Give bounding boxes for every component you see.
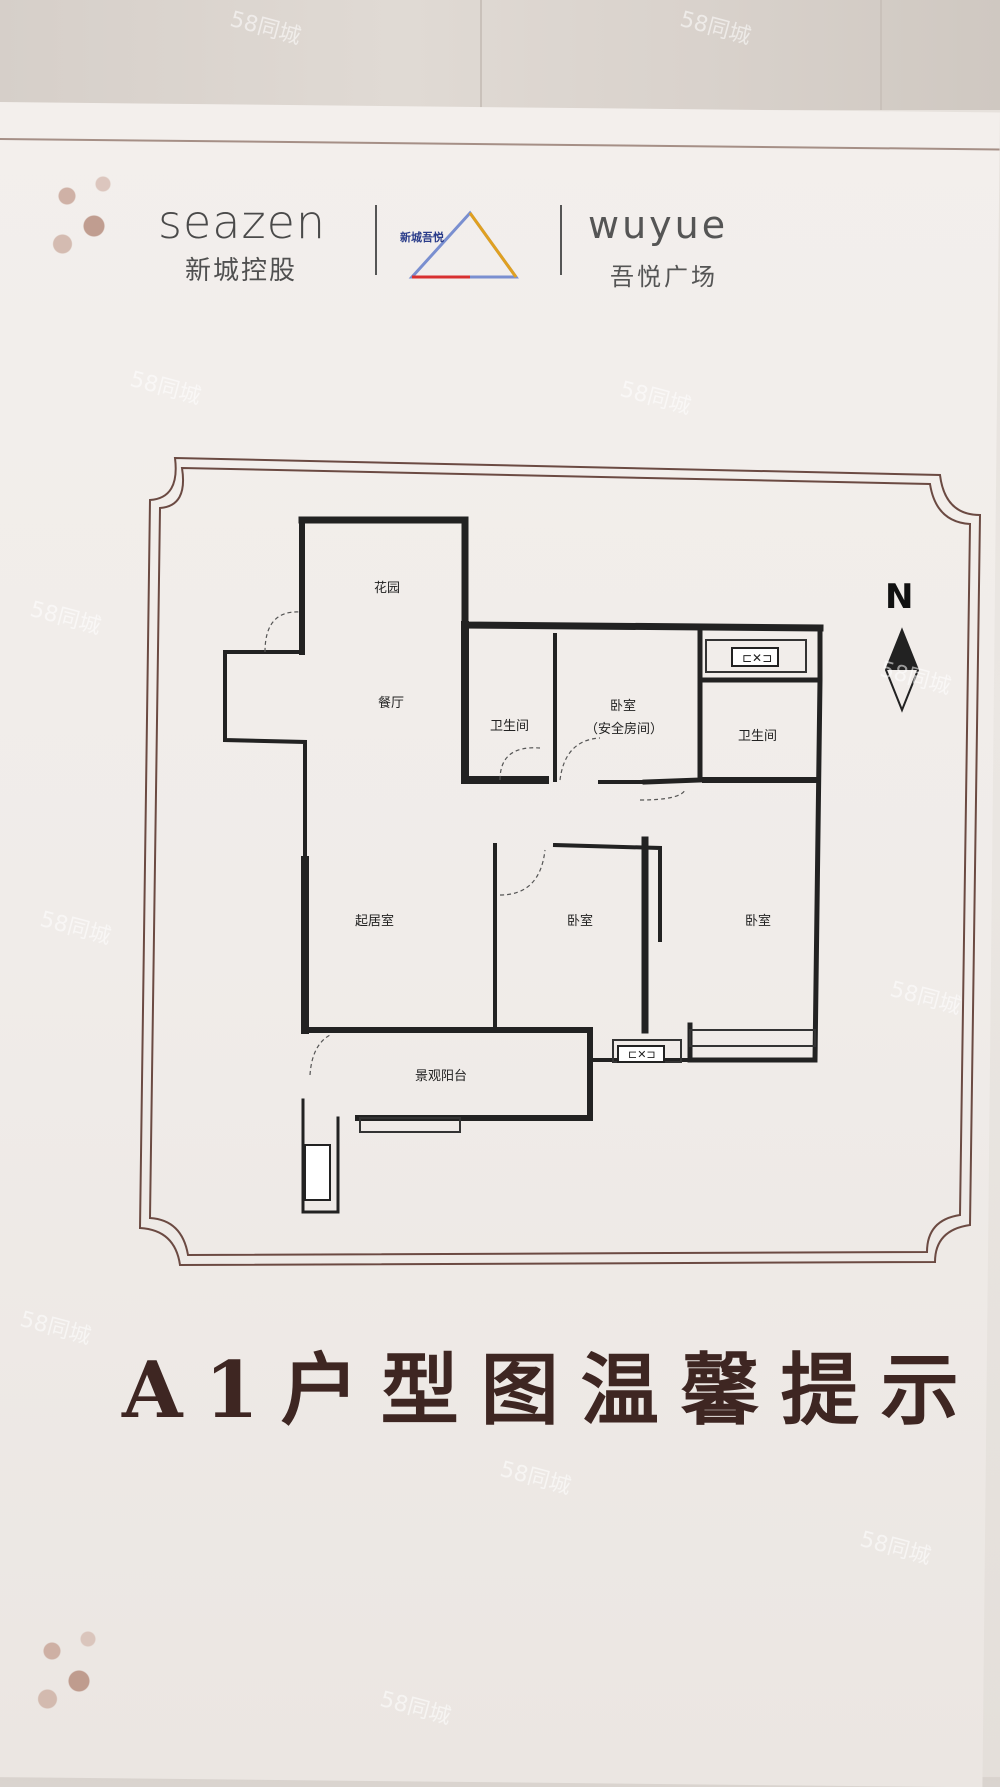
plan-walls <box>223 516 824 1214</box>
door-swings <box>264 611 686 1076</box>
seazen-chinese-name: 新城控股 <box>185 256 298 286</box>
svg-text:⊏✕⊐: ⊏✕⊐ <box>628 1048 656 1061</box>
brand-divider <box>375 205 377 275</box>
triangle-logo-icon <box>408 210 519 279</box>
room-living: 起居室 <box>355 913 394 929</box>
compass-icon: N <box>884 577 920 713</box>
room-bath1: 卫生间 <box>490 719 529 734</box>
wuyue-logo: wuyue <box>588 203 729 247</box>
brand-divider <box>560 205 562 275</box>
plan-windows <box>359 639 816 1133</box>
room-dining: 餐厅 <box>378 695 404 711</box>
ac-unit-icons: ⊏✕⊐ ⊏✕⊐ <box>304 647 779 1201</box>
wuyue-chinese-name: 吾悦广场 <box>610 263 718 291</box>
tile-joint <box>880 0 882 110</box>
room-bedroom-safe: 卧室 <box>610 698 636 714</box>
room-bath2: 卫生间 <box>738 729 777 744</box>
tile-joint <box>480 0 482 110</box>
brand-header: seazen 新城控股 新城吾悦 wuyue 吾悦广场 <box>0 195 1000 295</box>
room-balcony: 景观阳台 <box>415 1069 467 1084</box>
room-bedroom2: 卧室 <box>567 913 593 929</box>
plan-frame <box>138 456 982 1267</box>
page-title: A1户型图温馨提示 <box>122 1345 981 1436</box>
corner-ornament-icon <box>40 160 130 280</box>
seazen-logo: seazen <box>158 195 327 249</box>
corner-ornament-icon <box>25 1615 115 1735</box>
svg-text:⊏✕⊐: ⊏✕⊐ <box>742 651 772 665</box>
room-garden: 花园 <box>374 580 400 596</box>
background-wall <box>0 0 1000 110</box>
compass-north-label: N <box>885 577 913 617</box>
room-bedroom3: 卧室 <box>745 913 771 929</box>
middle-logo-text: 新城吾悦 <box>400 231 444 244</box>
room-bedroom-safe-note: （安全房间） <box>585 721 663 737</box>
